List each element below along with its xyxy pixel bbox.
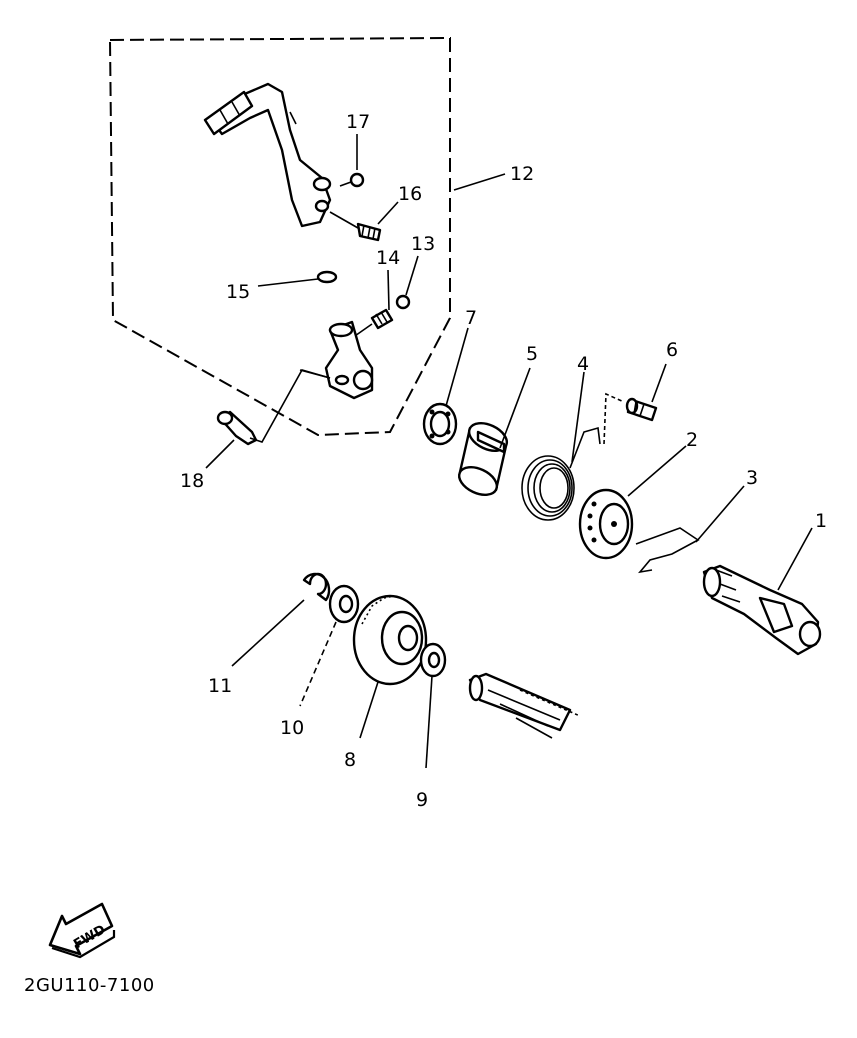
part-1-kick-axle	[702, 527, 822, 656]
part-4-torsion-spring	[521, 371, 601, 521]
label-part-3: 3	[746, 467, 758, 489]
part-8-idle-gear	[352, 594, 428, 739]
part-7-bearing	[422, 327, 469, 446]
label-part-18: 18	[180, 470, 204, 492]
label-part-4: 4	[577, 353, 589, 375]
part-6-pin	[603, 363, 667, 445]
label-part-14: 14	[376, 247, 400, 269]
label-part-9: 9	[416, 789, 428, 811]
label-part-2: 2	[686, 429, 698, 451]
label-part-17: 17	[346, 111, 370, 133]
part-9-washer	[419, 642, 447, 769]
part-14-spring	[351, 269, 394, 339]
leader-12	[453, 173, 506, 191]
part-11-circlip	[231, 572, 331, 667]
kick-crank-lever	[203, 82, 332, 228]
diagram-code: 2GU110-7100	[24, 975, 155, 996]
label-part-13: 13	[411, 233, 435, 255]
part-2-ratchet	[578, 445, 687, 560]
kick-boss	[299, 320, 374, 400]
part-17-ball	[339, 134, 365, 188]
label-part-1: 1	[815, 510, 827, 532]
fwd-arrow-icon: FWD	[48, 902, 116, 959]
label-part-16: 16	[398, 183, 422, 205]
label-part-11: 11	[208, 675, 232, 697]
part-16-bolt	[329, 201, 399, 242]
label-part-12: 12	[510, 163, 534, 185]
part-10-washer	[299, 584, 360, 707]
label-part-10: 10	[280, 717, 304, 739]
label-part-15: 15	[226, 281, 250, 303]
label-part-7: 7	[465, 307, 477, 329]
part-13-ball	[395, 255, 419, 310]
part-5-sleeve	[457, 367, 531, 496]
assembly-boundary-12	[108, 36, 451, 437]
label-part-6: 6	[666, 339, 678, 361]
part-3-clip	[635, 485, 745, 574]
main-shaft	[468, 672, 581, 739]
label-part-5: 5	[526, 343, 538, 365]
part-15-ring	[257, 270, 338, 287]
label-part-8: 8	[344, 749, 356, 771]
part-18-bolt	[205, 369, 331, 469]
